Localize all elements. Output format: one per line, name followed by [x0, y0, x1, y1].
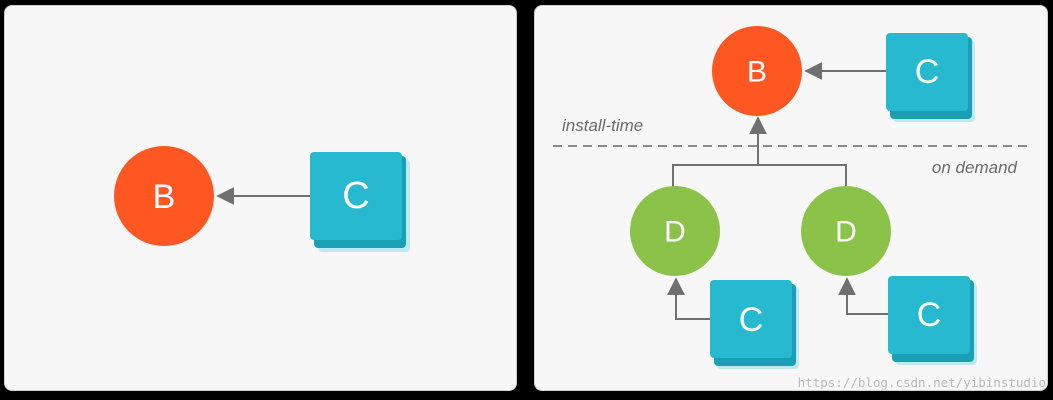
- left-module-b: B: [114, 146, 214, 246]
- right-module-c-left-stack: C: [710, 280, 799, 369]
- right-module-b: B: [712, 26, 802, 116]
- right-arrow-c-to-d-right: [838, 277, 888, 315]
- left-panel: [4, 5, 517, 391]
- install-time-label: install-time: [562, 116, 643, 135]
- left-module-b-label: B: [153, 178, 176, 216]
- right-module-c-top-label: C: [915, 53, 940, 91]
- right-module-c-top-stack: C: [886, 33, 975, 122]
- on-demand-label: on demand: [932, 158, 1018, 177]
- right-module-d-right-label: D: [835, 216, 857, 249]
- right-module-c-right-label: C: [917, 296, 942, 334]
- right-module-d-left-label: D: [664, 216, 686, 249]
- right-module-c-left-label: C: [739, 301, 764, 339]
- watermark: https://blog.csdn.net/yibinstudio: [798, 375, 1046, 390]
- right-module-b-label: B: [747, 56, 767, 89]
- right-module-d-right: D: [801, 186, 891, 276]
- right-arrows-d-to-b: [672, 116, 847, 193]
- right-arrow-c-to-d-left: [667, 277, 710, 320]
- right-module-c-right-stack: C: [888, 276, 977, 365]
- left-module-c-label: C: [342, 175, 369, 217]
- left-module-c-stack: C: [310, 152, 410, 252]
- right-module-d-left: D: [630, 186, 720, 276]
